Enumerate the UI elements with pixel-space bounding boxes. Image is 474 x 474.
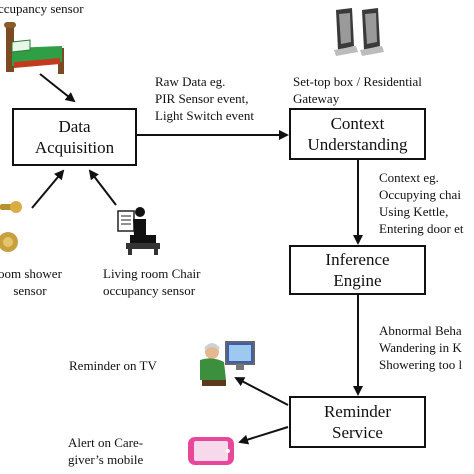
shower-sensor-label: oom shower sensor <box>0 265 62 299</box>
data-acquisition-line2: Acquisition <box>34 138 115 157</box>
arrow-bed-to-acquisition <box>39 73 76 103</box>
living-room-chair-line: Living room Chair <box>103 266 201 281</box>
abnormal-line: Showering too l <box>379 357 463 372</box>
arrow-shower-to-acquisition <box>31 169 65 209</box>
arrow-chair-to-acquisition <box>88 169 117 206</box>
reminder-service-line1: Reminder <box>323 402 392 421</box>
inference-engine-line1: Inference <box>325 250 390 269</box>
alert-mobile-label: Alert on Care- giver’s mobile <box>68 434 143 468</box>
context-example-line: Occupying chai <box>379 187 461 202</box>
abnormal-line: Wandering in K <box>379 340 462 355</box>
arrow-reminder-to-tv <box>234 377 289 406</box>
raw-data-label: Raw Data eg. PIR Sensor event, Light Swi… <box>155 73 254 124</box>
abnormal-line: Abnormal Beha <box>379 323 462 338</box>
context-understanding-box: Context Understanding <box>289 108 426 160</box>
context-example-line: Using Kettle, <box>379 204 449 219</box>
context-example-line: Entering door et <box>379 221 464 236</box>
bed-icon <box>4 22 64 74</box>
reminder-service-box: Reminder Service <box>289 396 426 448</box>
arrow-reminder-to-mobile <box>238 426 289 445</box>
settop-box-icon <box>334 8 384 56</box>
shower-valve-icon <box>0 201 22 252</box>
data-acquisition-line1: Data <box>58 117 91 136</box>
raw-data-line: Light Switch event <box>155 108 254 123</box>
occupancy-sensor-label: ccupancy sensor <box>0 1 84 16</box>
person-chair-icon <box>117 207 160 255</box>
inference-engine-line2: Engine <box>333 271 382 290</box>
context-understanding-line1: Context <box>330 114 385 133</box>
raw-data-line: PIR Sensor event, <box>155 91 249 106</box>
context-example-line: Context eg. <box>379 170 439 185</box>
living-room-chair-label: Living room Chair occupancy sensor <box>103 265 201 299</box>
alert-mobile-line: Alert on Care- <box>68 435 144 450</box>
reminder-tv-label: Reminder on TV <box>69 358 157 373</box>
reminder-service-line2: Service <box>332 423 383 442</box>
data-acquisition-box: Data Acquisition <box>12 108 137 166</box>
shower-sensor-line: oom shower <box>0 266 62 281</box>
settop-box-line: Set-top box / Residential <box>293 74 422 89</box>
context-example-label: Context eg. Occupying chai Using Kettle,… <box>379 169 463 237</box>
settop-box-label: Set-top box / Residential Gateway <box>293 73 422 107</box>
abnormal-behaviour-label: Abnormal Beha Wandering in K Showering t… <box>379 322 462 373</box>
settop-box-line: Gateway <box>293 91 340 106</box>
shower-sensor-line: sensor <box>13 283 47 298</box>
living-room-chair-line: occupancy sensor <box>103 283 196 298</box>
raw-data-line: Raw Data eg. <box>155 74 226 89</box>
alert-mobile-line: giver’s mobile <box>68 452 144 467</box>
person-tv-icon <box>200 341 255 386</box>
mobile-phone-icon <box>188 437 234 465</box>
inference-engine-box: Inference Engine <box>289 245 426 295</box>
context-understanding-line2: Understanding <box>307 135 408 154</box>
